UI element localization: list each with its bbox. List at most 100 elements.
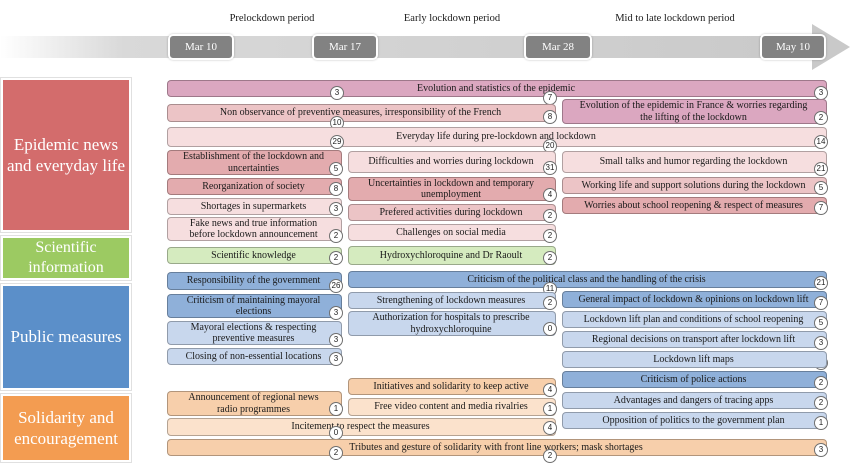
topic-label: Strengthening of lockdown measures <box>376 294 526 306</box>
topic-bar: Small talks and humor regarding the lock… <box>562 151 827 173</box>
count-badge: 3 <box>329 306 343 320</box>
count-badge: 8 <box>543 110 557 124</box>
topic-label: Difficulties and worries during lockdown <box>368 156 534 168</box>
count-badge: 3 <box>329 352 343 366</box>
topic-label: Establishment of the lockdown and uncert… <box>182 151 325 174</box>
topic-label: Regional decisions on transport after lo… <box>591 333 796 345</box>
topic-label: Scientific knowledge <box>211 249 296 261</box>
count-badge: 1 <box>329 402 343 416</box>
topic-bar: Prefered activities during lockdown <box>348 204 556 221</box>
topic-bar: Reorganization of society <box>167 178 342 195</box>
topic-label: Everyday life during pre-lockdown and lo… <box>396 131 596 143</box>
period-label-mid-late-lockdown: Mid to late lockdown period <box>615 13 735 24</box>
count-badge: 2 <box>814 376 828 390</box>
topic-label: Evolution of the epidemic in France & wo… <box>579 100 808 123</box>
category-public-measures: Public measures <box>0 283 132 391</box>
topic-label: Closing of non-essential locations <box>185 350 322 362</box>
topic-bar: Everyday life during pre-lockdown and lo… <box>167 127 827 147</box>
category-label: Epidemic news and everyday life <box>7 134 125 175</box>
count-badge: 2 <box>329 229 343 243</box>
count-badge: 21 <box>814 162 828 176</box>
count-badge: 4 <box>543 421 557 435</box>
count-badge: 14 <box>814 135 828 149</box>
topic-bar: Incitement to respect the measures <box>167 418 556 436</box>
topic-label: Criticism of the political class and the… <box>467 273 706 285</box>
topic-bar: Strengthening of lockdown measures <box>348 292 556 309</box>
topic-label: General impact of lockdown & opinions on… <box>578 293 809 305</box>
topic-label: Mayoral elections & respecting preventiv… <box>190 321 317 345</box>
count-badge: 2 <box>543 209 557 223</box>
topic-bar: Working life and support solutions durin… <box>562 177 827 194</box>
topic-bar: Free video content and media rivalries <box>348 398 556 416</box>
topic-bar: Announcement of regional news radio prog… <box>167 391 342 416</box>
count-badge: 1 <box>814 416 828 430</box>
category-scientific-information: Scientific information <box>0 235 132 281</box>
topic-bar: Criticism of police actions <box>562 371 827 388</box>
count-badge: 2 <box>329 251 343 265</box>
topic-bar: Hydroxychloroquine and Dr Raoult <box>348 246 556 265</box>
timeline-arrow-band <box>0 36 818 58</box>
category-label: Scientific information <box>28 239 104 276</box>
topic-label: Criticism of police actions <box>640 373 747 385</box>
period-label-early-lockdown: Early lockdown period <box>403 13 501 24</box>
topic-bar: Uncertainties in lockdown and temporary … <box>348 177 556 201</box>
topic-bar: Initiatives and solidarity to keep activ… <box>348 378 556 395</box>
count-badge: 5 <box>814 316 828 330</box>
topic-label: Uncertainties in lockdown and temporary … <box>367 177 535 201</box>
topic-bar: Worries about school reopening & respect… <box>562 197 827 214</box>
topic-bar: Lockdown lift plan and conditions of sch… <box>562 311 827 328</box>
category-label: Public measures <box>10 327 122 347</box>
count-badge: 7 <box>543 91 557 105</box>
category-solidarity: Solidarity and encouragement <box>0 393 132 463</box>
topic-bar: Establishment of the lockdown and uncert… <box>167 150 342 175</box>
topic-label: Shortages in supermarkets <box>200 200 307 212</box>
topic-label: Small talks and humor regarding the lock… <box>599 156 788 168</box>
topic-bar: Evolution and statistics of the epidemic <box>167 80 827 97</box>
topic-label: Fake news and true information before lo… <box>189 217 318 241</box>
topic-bar: Authorization for hospitals to prescribe… <box>348 311 556 336</box>
topic-bar: Difficulties and worries during lockdown <box>348 151 556 173</box>
count-badge: 3 <box>330 86 344 100</box>
count-badge: 2 <box>543 449 557 463</box>
topic-bar: General impact of lockdown & opinions on… <box>562 291 827 308</box>
topic-label: Lockdown lift plan and conditions of sch… <box>583 313 804 325</box>
topic-label: Non observance of preventive measures, i… <box>219 107 502 119</box>
count-badge: 3 <box>329 202 343 216</box>
count-badge: 2 <box>543 251 557 265</box>
date-marker-mar-28: Mar 28 <box>524 34 592 60</box>
count-badge: 2 <box>543 296 557 310</box>
period-label-prelockdown: Prelockdown period <box>229 13 315 24</box>
count-badge: 2 <box>543 229 557 243</box>
count-badge: 3 <box>814 443 828 457</box>
topic-label: Criticism of maintaining mayoral electio… <box>186 294 321 318</box>
count-badge: 4 <box>543 383 557 397</box>
topic-bar: Criticism of the political class and the… <box>348 271 827 288</box>
date-marker-mar-17: Mar 17 <box>312 34 378 60</box>
topic-label: Responsibility of the government <box>186 275 321 287</box>
topic-bar: Lockdown lift maps <box>562 351 827 368</box>
topic-label: Challenges on social media <box>396 226 506 238</box>
count-badge: 4 <box>543 188 557 202</box>
count-badge: 0 <box>329 426 343 440</box>
topic-label: Announcement of regional news radio prog… <box>188 392 319 415</box>
topic-label: Free video content and media rivalries <box>374 401 528 413</box>
topic-label: Advantages and dangers of tracing apps <box>613 394 774 406</box>
topic-label: Prefered activities during lockdown <box>379 206 523 218</box>
count-badge: 3 <box>329 333 343 347</box>
count-badge: 7 <box>814 201 828 215</box>
count-badge: 29 <box>330 135 344 149</box>
count-badge: 2 <box>814 396 828 410</box>
topic-bar: Regional decisions on transport after lo… <box>562 331 827 348</box>
topic-bar: Non observance of preventive measures, i… <box>167 104 556 122</box>
count-badge: 8 <box>329 182 343 196</box>
count-badge: 26 <box>329 279 343 293</box>
topic-bar: Challenges on social media <box>348 224 556 241</box>
topic-label: Hydroxychloroquine and Dr Raoult <box>379 249 523 261</box>
count-badge: 2 <box>329 446 343 460</box>
topic-label: Incitement to respect the measures <box>291 421 430 433</box>
topic-bar: Closing of non-essential locations <box>167 348 342 365</box>
count-badge: 3 <box>814 336 828 350</box>
topic-bar: Scientific knowledge <box>167 247 342 264</box>
topic-bar: Advantages and dangers of tracing apps <box>562 392 827 409</box>
topic-bar: Fake news and true information before lo… <box>167 217 342 241</box>
